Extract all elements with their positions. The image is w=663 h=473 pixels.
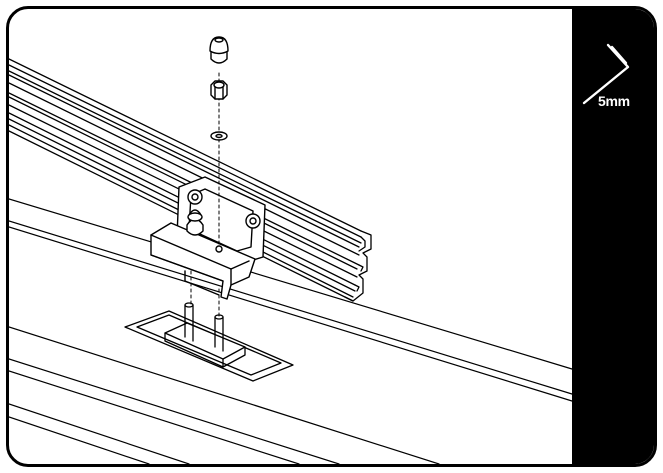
assembly-illustration — [9, 36, 573, 464]
l-bracket — [150, 209, 256, 300]
roof-surface — [9, 198, 573, 464]
cap-nut — [209, 36, 229, 64]
tool-size-label: 5mm — [598, 93, 630, 109]
tool-panel: 5mm — [572, 9, 654, 464]
hex-nut — [210, 80, 228, 100]
alignment-guides — [190, 72, 220, 318]
washer — [210, 131, 228, 141]
hex-key-icon — [582, 43, 630, 105]
illustration-frame: 5mm — [6, 6, 657, 467]
base-mount — [124, 302, 294, 382]
